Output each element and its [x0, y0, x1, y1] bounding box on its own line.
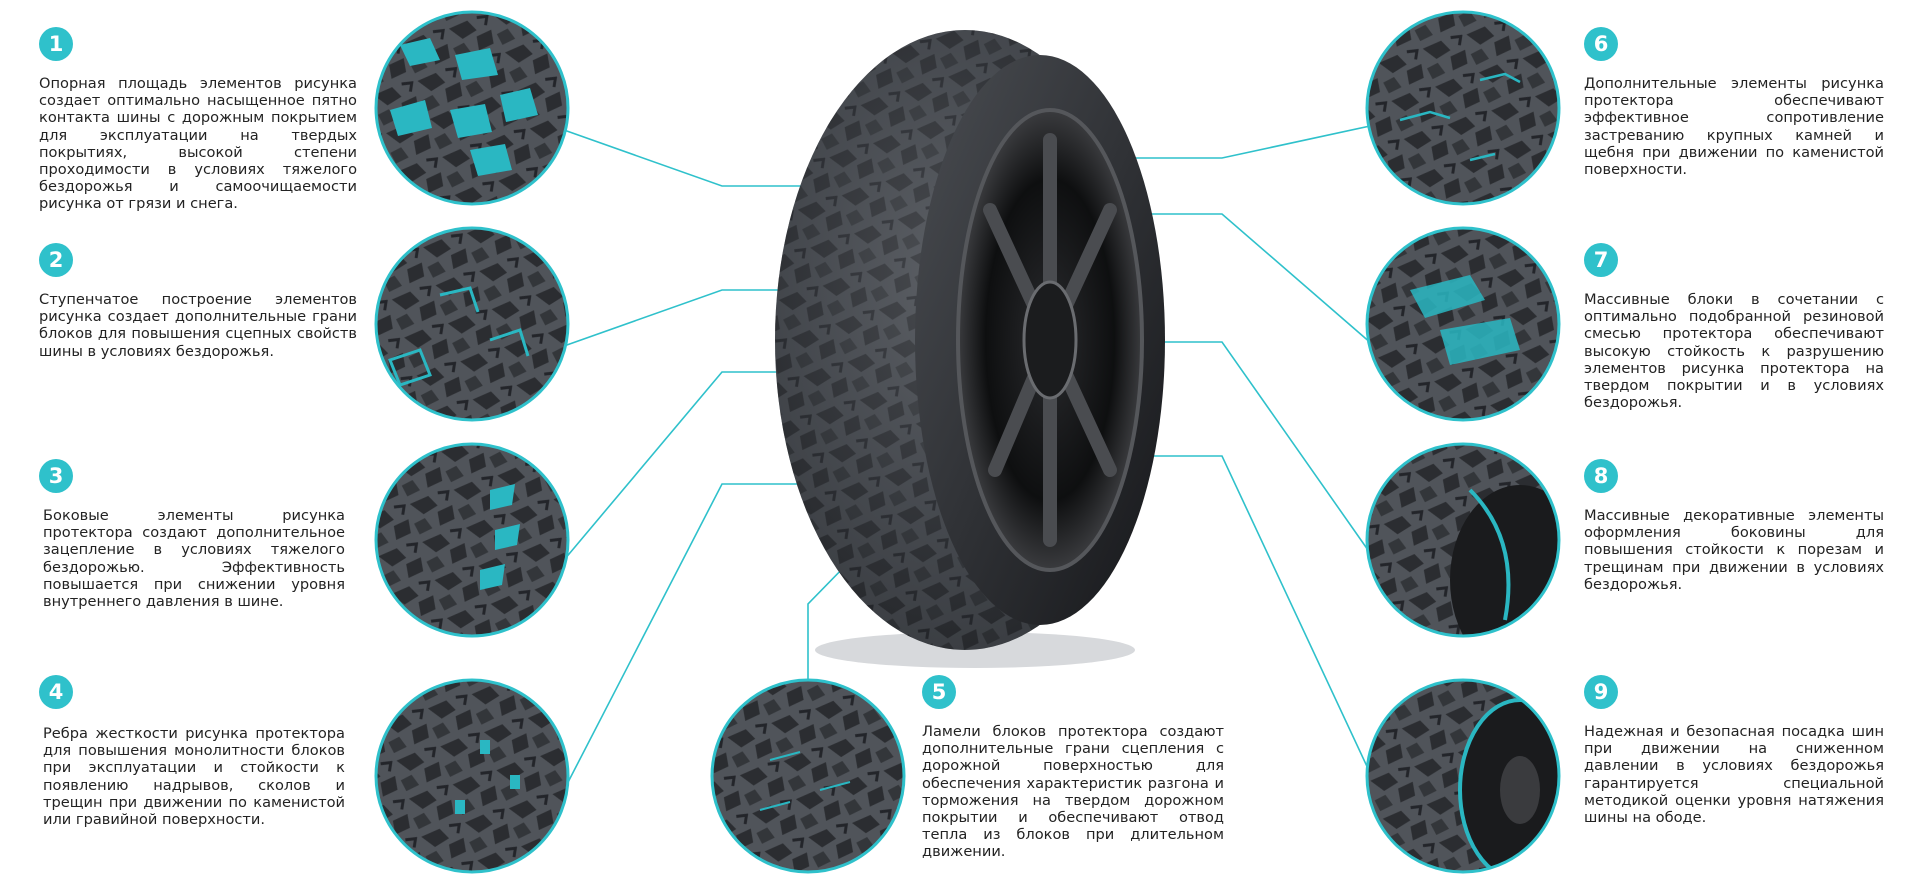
feature-5-number: 5 [922, 675, 956, 709]
detail-circle-8 [1365, 442, 1561, 638]
feature-3-number: 3 [39, 459, 73, 493]
feature-6-text: Дополнительные элементы рисунка протекто… [1584, 75, 1884, 179]
feature-8-number: 8 [1584, 459, 1618, 493]
feature-7-text: Массивные блоки в сочетании с оптимально… [1584, 291, 1884, 412]
tire-with-wheel-photo [775, 30, 1165, 668]
feature-2-text: Ступенчатое построение элементов рисунка… [39, 291, 357, 360]
detail-circle-7 [1365, 226, 1561, 422]
detail-circle-3 [374, 442, 570, 638]
detail-circle-5 [710, 678, 906, 874]
connector-2 [563, 289, 795, 347]
detail-circle-4 [374, 678, 570, 874]
feature-8-text: Массивные декоративные элементы оформлен… [1584, 507, 1884, 593]
feature-7-number: 7 [1584, 243, 1618, 277]
detail-circle-2 [374, 226, 570, 422]
detail-circle-9 [1365, 678, 1561, 874]
feature-2-number: 2 [39, 243, 73, 277]
feature-1-text: Опорная площадь элементов рисунка создае… [39, 75, 357, 213]
feature-9-text: Надежная и безопасная посадка шин при дв… [1584, 723, 1884, 827]
feature-9-number: 9 [1584, 675, 1618, 709]
detail-circle-1 [374, 10, 570, 206]
feature-1-number: 1 [39, 27, 73, 61]
feature-5-text: Ламели блоков протектора создают дополни… [922, 723, 1224, 861]
feature-6-number: 6 [1584, 27, 1618, 61]
feature-3-text: Боковые элементы рисунка протектора созд… [43, 507, 345, 611]
feature-4-number: 4 [39, 675, 73, 709]
detail-circle-6 [1365, 10, 1561, 206]
feature-4-text: Ребра жесткости рисунка протектора для п… [43, 725, 345, 829]
